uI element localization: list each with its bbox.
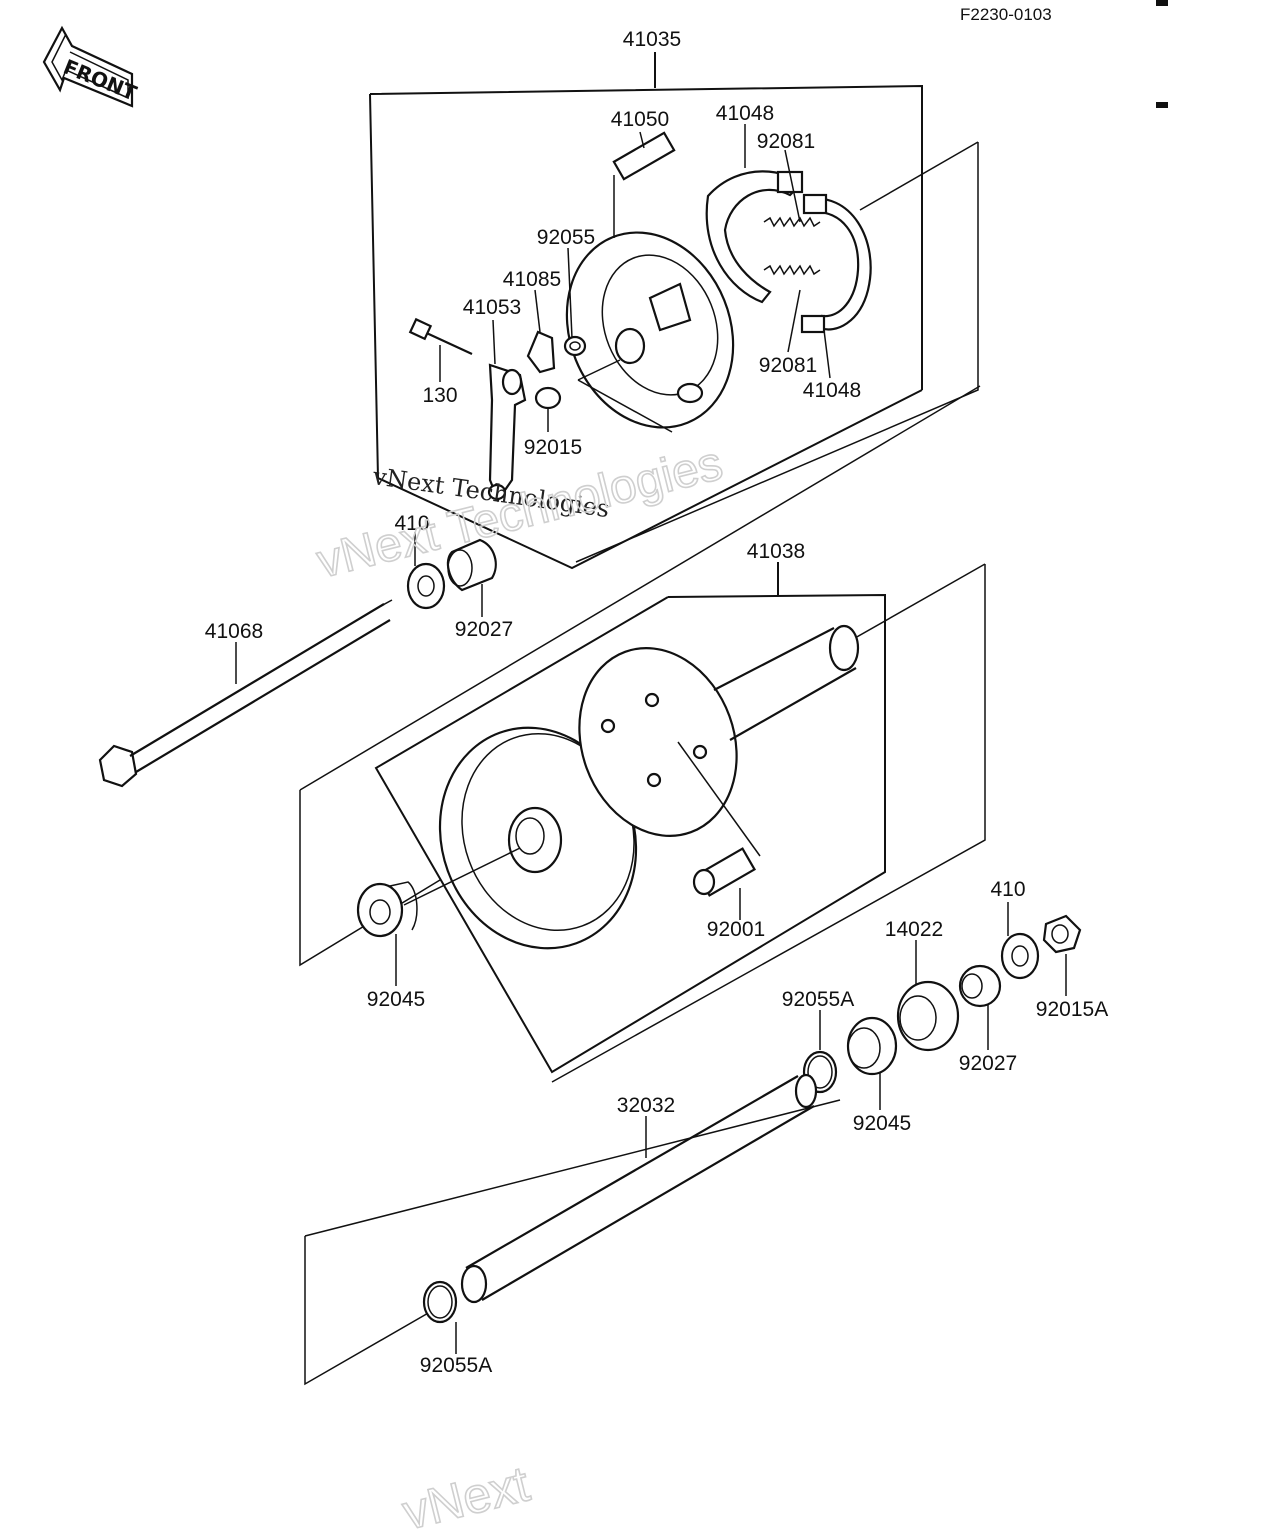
label-41085: 41085 <box>503 268 561 291</box>
label-92055a-bottom: 92055A <box>420 1354 492 1377</box>
hub-assembly <box>299 385 986 1083</box>
label-32032: 32032 <box>617 1094 675 1117</box>
corner-mark <box>1156 102 1168 108</box>
label-92015: 92015 <box>524 436 582 459</box>
axle-bolt-part <box>98 599 393 788</box>
label-41068: 41068 <box>205 620 263 643</box>
watermark-text: vNext Technologies <box>312 437 728 589</box>
corner-mark <box>1156 0 1168 6</box>
label-92027-top: 92027 <box>455 618 513 641</box>
label-92015a: 92015A <box>1036 998 1108 1021</box>
label-130: 130 <box>422 384 457 407</box>
label-41035: 41035 <box>623 28 681 51</box>
brake-panel-assembly <box>369 52 979 570</box>
diagram-code: F2230-0103 <box>960 5 1052 24</box>
watermark-text: vNext <box>397 1455 535 1536</box>
label-92001: 92001 <box>707 918 765 941</box>
label-41048-bottom: 41048 <box>803 379 861 402</box>
label-92027-right: 92027 <box>959 1052 1017 1075</box>
label-410-top: 410 <box>394 512 429 535</box>
left-spacers <box>406 532 497 617</box>
label-92055a-right: 92055A <box>782 988 854 1011</box>
label-41038: 41038 <box>747 540 805 563</box>
label-92045-right: 92045 <box>853 1112 911 1135</box>
label-92045-left: 92045 <box>367 988 425 1011</box>
label-410-right: 410 <box>990 878 1025 901</box>
cam-shaft-part <box>612 131 676 238</box>
label-41048-top: 41048 <box>716 102 774 125</box>
distance-tube-part <box>304 1073 841 1386</box>
label-41050: 41050 <box>611 108 669 131</box>
label-41053: 41053 <box>463 296 521 319</box>
label-92081-bottom: 92081 <box>759 354 817 377</box>
label-92055: 92055 <box>537 226 595 249</box>
front-arrow-icon: FRONT <box>42 25 140 108</box>
label-92081-top: 92081 <box>757 130 815 153</box>
label-14022: 14022 <box>885 918 943 941</box>
